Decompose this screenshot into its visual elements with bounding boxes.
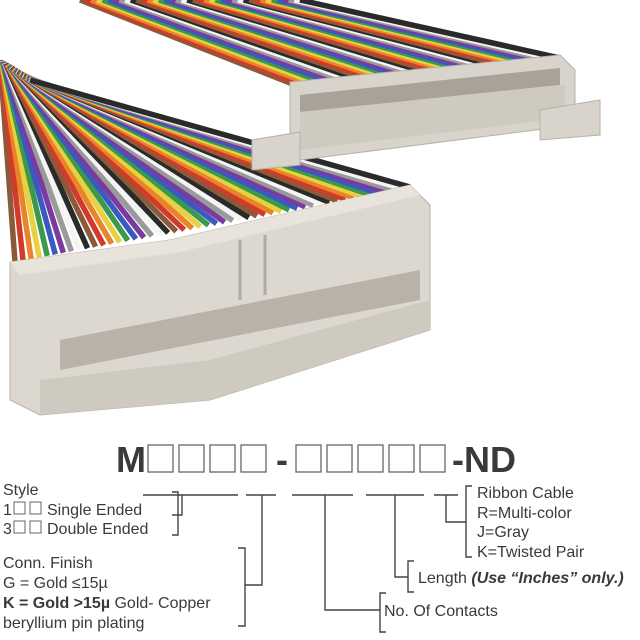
- part-number: M - -ND: [116, 439, 516, 480]
- contacts-label: No. Of Contacts: [384, 603, 498, 620]
- conn-finish-k-bold: K = Gold >15µ: [3, 595, 110, 612]
- conn-finish-legend: Conn. Finish G = Gold ≤15µ K = Gold >15µ…: [3, 555, 211, 632]
- length-text: Length: [418, 570, 471, 587]
- wire: [29, 77, 411, 190]
- part-prefix: M: [116, 439, 146, 480]
- conn-finish-title: Conn. Finish: [3, 555, 93, 572]
- conn-finish-g: G = Gold ≤15µ: [3, 575, 108, 592]
- connector-upper: [251, 54, 601, 171]
- conn-finish-k-rest: Gold- Copper: [110, 595, 211, 612]
- leader-lines: [143, 485, 472, 633]
- conn-finish-k: K = Gold >15µ Gold- Copper: [3, 595, 211, 612]
- placeholder-boxes-group2: [295, 444, 446, 473]
- style-legend: Style 1 Single Ended 3 Double Ended: [3, 482, 148, 538]
- ribbon-cable-lower: [0, 59, 411, 263]
- ribbon-legend: Ribbon Cable R=Multi-color J=Gray K=Twis…: [477, 485, 585, 561]
- style-title: Style: [3, 482, 39, 499]
- ribbon-title: Ribbon Cable: [477, 485, 574, 502]
- style-3-label: Double Ended: [47, 521, 148, 538]
- connector-lower: [9, 184, 431, 416]
- length-label: Length (Use “Inches” only.): [418, 570, 624, 587]
- placeholder-boxes-group1: [147, 444, 267, 473]
- wire: [299, 0, 561, 61]
- ribbon-r: R=Multi-color: [477, 505, 572, 522]
- length-note: (Use “Inches” only.): [471, 570, 623, 587]
- ribbon-j: J=Gray: [477, 524, 529, 541]
- part-dash: -: [276, 439, 288, 480]
- ribbon-cable-upper: [78, 0, 561, 88]
- style-3-code: 3: [3, 521, 12, 538]
- part-suffix: -ND: [452, 439, 516, 480]
- style-1-label: Single Ended: [47, 502, 142, 519]
- cable-assembly-image: [0, 0, 601, 416]
- conn-finish-k-line2: beryllium pin plating: [3, 615, 144, 632]
- style-1-code: 1: [3, 502, 12, 519]
- ribbon-k: K=Twisted Pair: [477, 544, 585, 561]
